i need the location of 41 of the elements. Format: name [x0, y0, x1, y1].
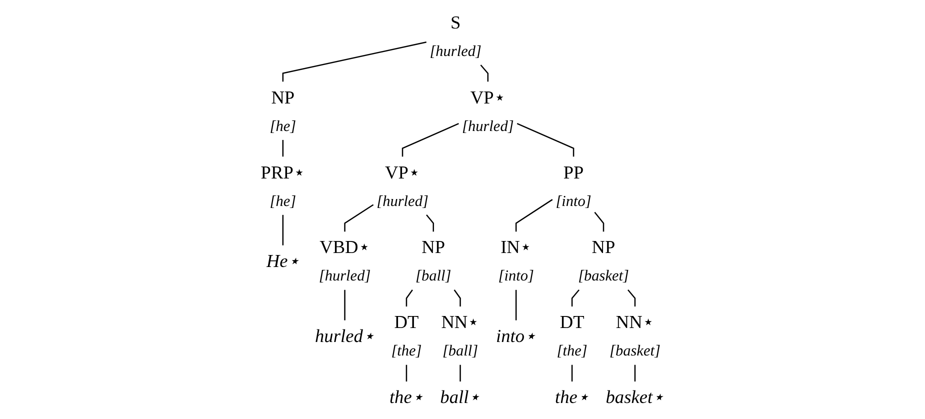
connector — [344, 204, 374, 232]
node-text: ball⋆ — [440, 386, 480, 408]
node-text: He⋆ — [266, 250, 300, 272]
node-text: hurled⋆ — [315, 325, 375, 346]
connector — [594, 212, 604, 232]
connector — [516, 123, 574, 157]
node-text: PRP⋆ [he] — [260, 162, 306, 210]
node-text: NP [ball] — [416, 236, 452, 284]
node-text: into⋆ — [496, 325, 536, 346]
node-text: NP [he] — [270, 86, 296, 134]
node-text: VP⋆ [hurled] — [376, 162, 428, 210]
connector — [402, 123, 459, 157]
connector — [515, 290, 517, 320]
node-text: the⋆ — [389, 386, 424, 408]
connector — [282, 140, 284, 157]
connector — [406, 290, 413, 307]
connector — [480, 64, 489, 82]
node-text: VBD⋆ [hurled] — [318, 236, 371, 284]
connector — [515, 199, 553, 232]
connector — [454, 290, 461, 307]
node-text: PP [into] — [556, 162, 592, 210]
node-text: DT [the] — [556, 312, 588, 360]
node-text: NN⋆ [basket] — [610, 312, 660, 360]
connector — [634, 364, 636, 382]
node-text: DT [the] — [391, 312, 422, 360]
connector — [282, 42, 426, 82]
node-text: NN⋆ [ball] — [441, 312, 480, 360]
connector — [406, 364, 408, 382]
node-text: NP [basket] — [578, 236, 629, 284]
connector — [460, 364, 461, 382]
connector — [571, 364, 573, 382]
node-text: IN⋆ [into] — [498, 236, 534, 284]
node-text: basket⋆ — [606, 386, 664, 408]
connector — [426, 214, 434, 232]
connector — [344, 290, 346, 320]
node-text: the⋆ — [555, 386, 590, 408]
node-text: VP⋆ [hurled] — [462, 86, 514, 134]
connector — [628, 289, 636, 307]
node-text: S [hurled] — [430, 12, 482, 60]
connector — [282, 214, 284, 246]
connector — [571, 289, 580, 307]
